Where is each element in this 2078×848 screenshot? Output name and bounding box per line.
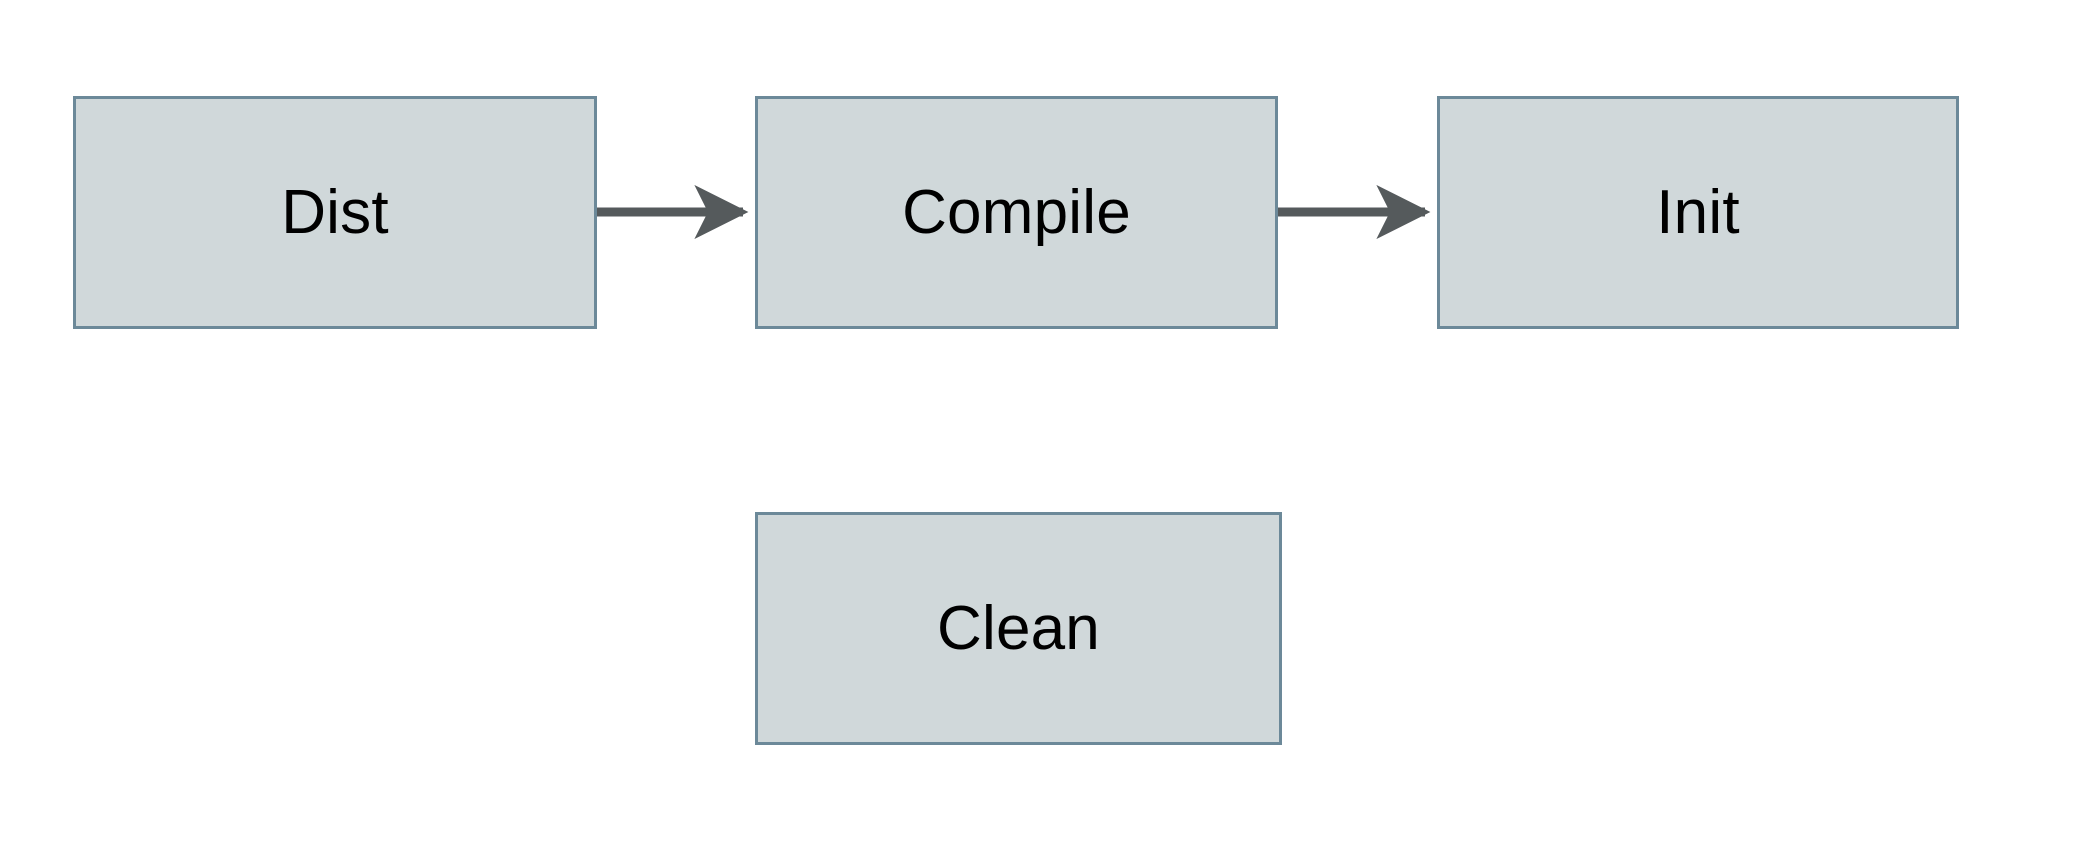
node-dist[interactable]: Dist (73, 96, 597, 329)
node-label: Dist (281, 177, 389, 247)
node-label: Clean (937, 593, 1100, 663)
node-clean[interactable]: Clean (755, 512, 1282, 745)
node-label: Init (1656, 177, 1740, 247)
node-compile[interactable]: Compile (755, 96, 1278, 329)
node-label: Compile (902, 177, 1131, 247)
node-init[interactable]: Init (1437, 96, 1959, 329)
